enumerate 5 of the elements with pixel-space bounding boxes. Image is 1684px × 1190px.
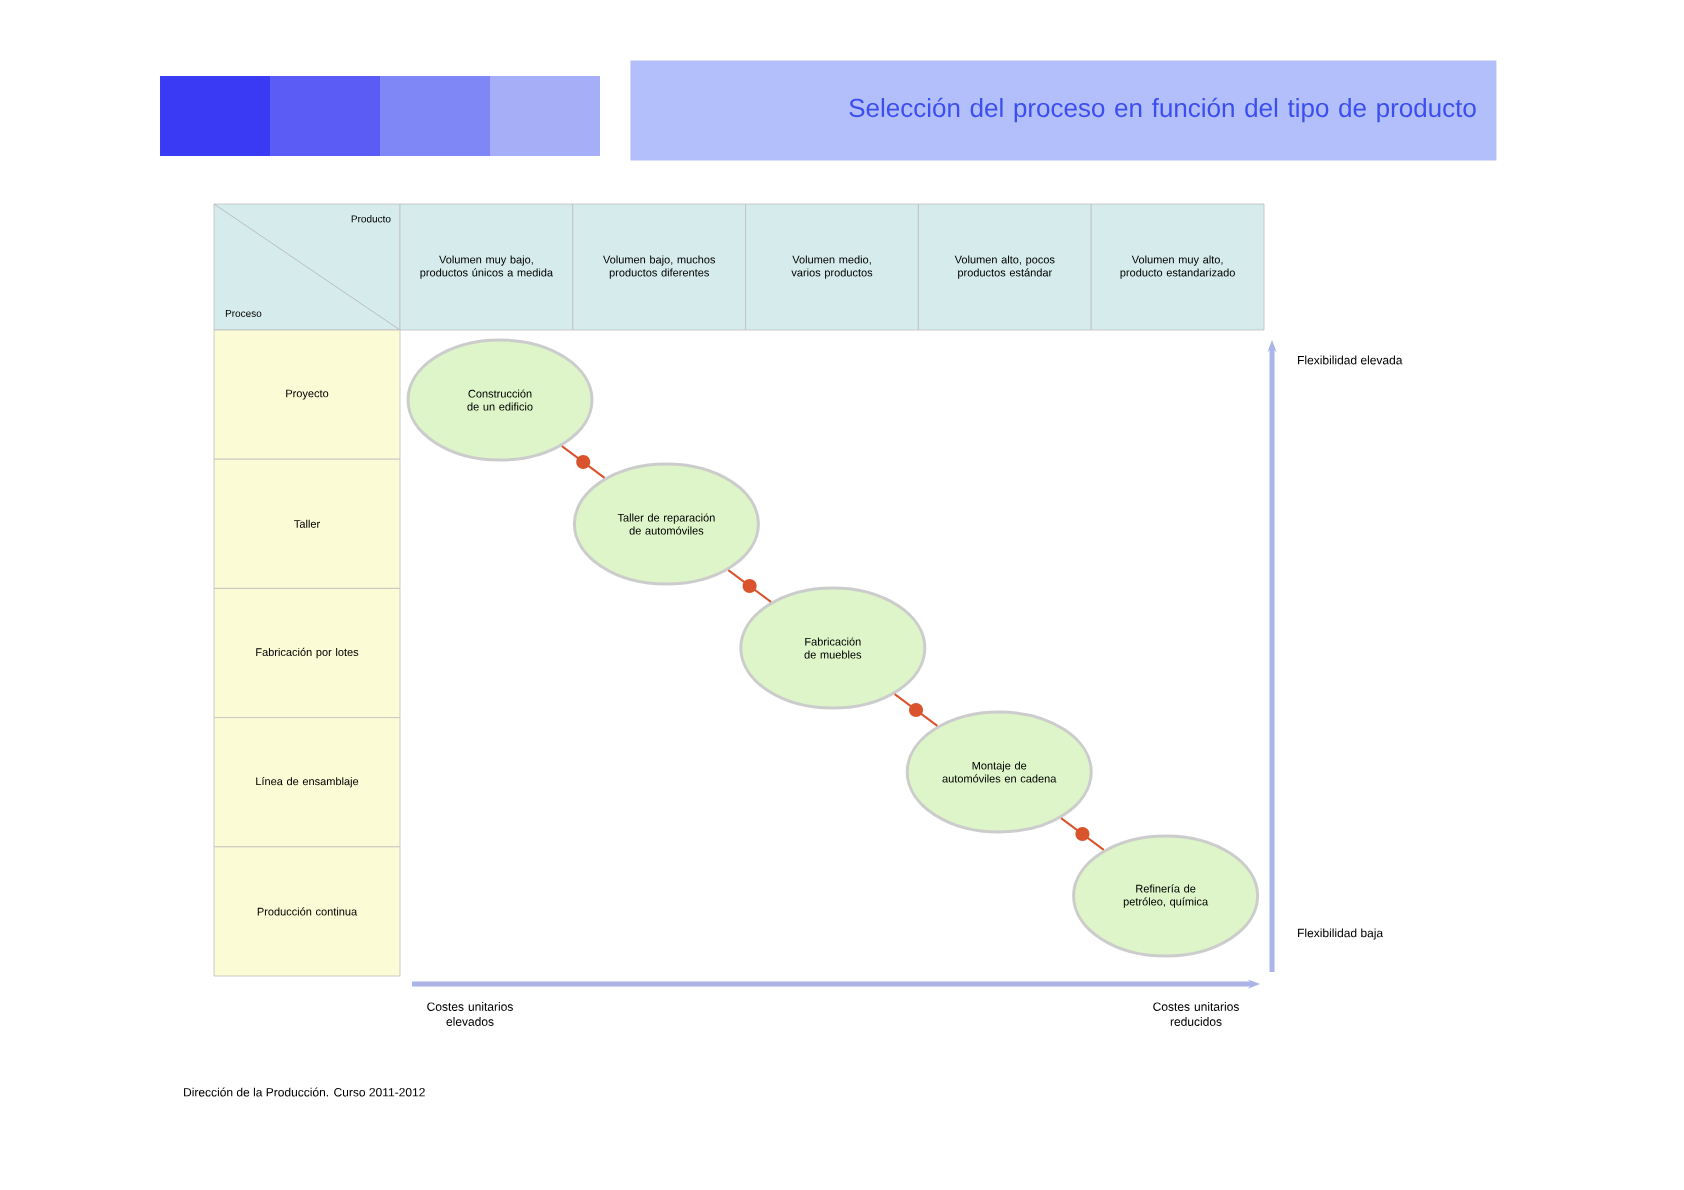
connector [727, 569, 772, 603]
title: Selección del proceso en función del tipo de producto [849, 97, 1476, 123]
connector [1060, 817, 1105, 851]
connector [893, 693, 939, 727]
connector [560, 445, 606, 479]
